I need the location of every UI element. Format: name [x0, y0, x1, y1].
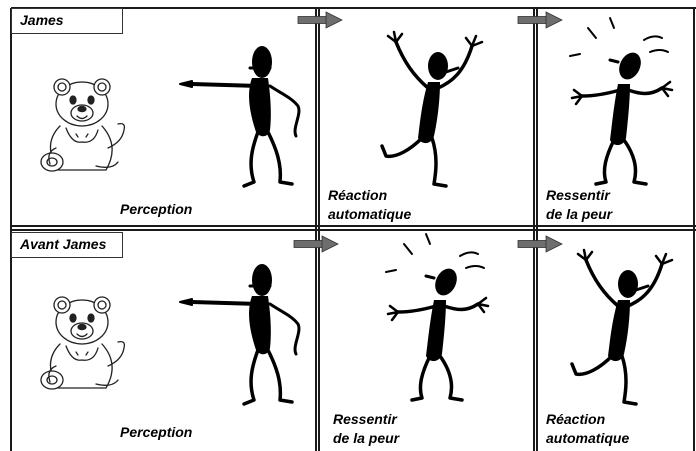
caption-ressentir-de-la-peur: Ressentir de la peur	[546, 186, 612, 224]
panel-grid	[10, 7, 696, 451]
row-label-avant-james: Avant James	[11, 232, 123, 258]
caption-line: automatique	[546, 430, 630, 446]
caption-line: Ressentir	[546, 187, 610, 203]
bear-icon	[40, 296, 126, 390]
caption-reaction-automatique: Réaction automatique	[328, 186, 411, 224]
arrow-right-icon	[517, 235, 563, 253]
caption-reaction-automatique: Réaction automatique	[546, 410, 629, 448]
caption-line: Réaction	[546, 411, 606, 427]
scared-figure	[384, 232, 490, 402]
pointing-figure	[178, 44, 301, 188]
bear-icon	[40, 78, 126, 172]
caption-line: automatique	[328, 206, 412, 222]
caption-line: Perception	[120, 424, 193, 440]
caption-line: Réaction	[328, 187, 388, 203]
running-figure	[570, 248, 674, 406]
pointing-figure	[178, 262, 301, 406]
scared-figure	[568, 16, 674, 186]
caption-ressentir-de-la-peur: Ressentir de la peur	[333, 410, 399, 448]
running-figure	[380, 30, 484, 188]
caption-perception: Perception	[120, 423, 192, 442]
caption-line: Perception	[120, 201, 193, 217]
caption-line: Ressentir	[333, 411, 397, 427]
row-label-james: James	[11, 8, 123, 34]
caption-perception: Perception	[120, 200, 192, 219]
arrow-right-icon	[517, 11, 563, 29]
caption-line: de la peur	[546, 206, 613, 222]
caption-line: de la peur	[333, 430, 400, 446]
